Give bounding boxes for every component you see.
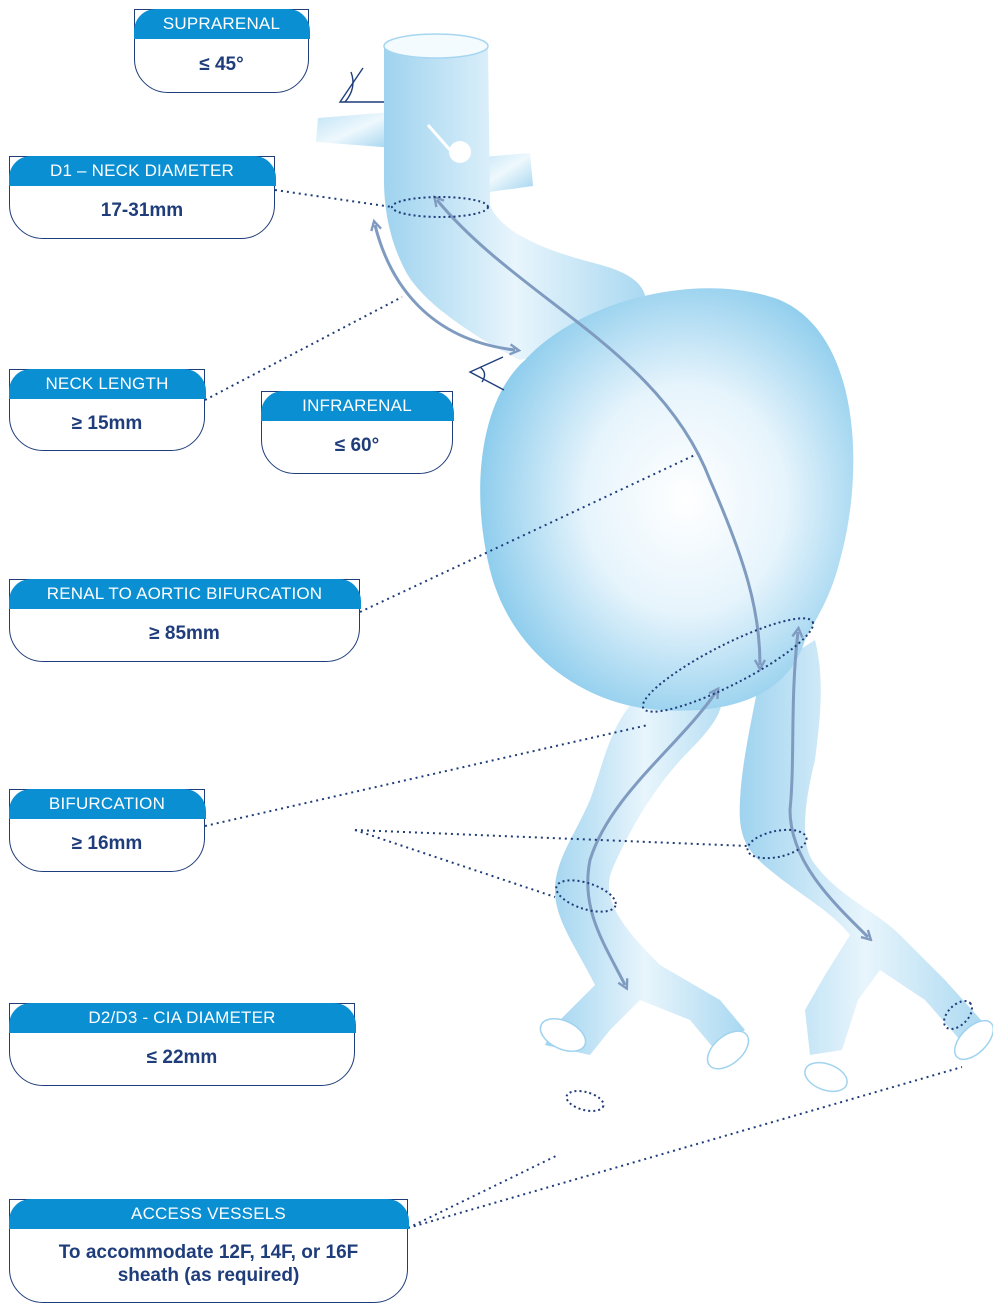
callout-infrarenal: INFRARENAL ≤ 60° <box>261 391 453 474</box>
renal-branch-left <box>316 112 395 148</box>
aorta-top-opening <box>384 34 488 58</box>
callout-cia-diameter: D2/D3 - CIA DIAMETER ≤ 22mm <box>9 1003 355 1086</box>
callout-cia-diameter-value: ≤ 22mm <box>10 1032 354 1085</box>
right-iliac-limb <box>740 640 990 1055</box>
callout-neck-length-label: NECK LENGTH <box>9 369 206 399</box>
callout-neck-length-value: ≥ 15mm <box>10 398 204 450</box>
vessel-opening-3 <box>801 1057 851 1096</box>
ostium-circle <box>449 141 471 163</box>
callout-infrarenal-value: ≤ 60° <box>262 420 452 473</box>
callout-neck-diameter-label: D1 – NECK DIAMETER <box>9 156 276 186</box>
callout-bifurcation-value: ≥ 16mm <box>10 818 204 871</box>
callout-renal-to-bifurcation-value: ≥ 85mm <box>10 608 359 661</box>
callout-access-vessels-label: ACCESS VESSELS <box>9 1199 409 1229</box>
callout-bifurcation: BIFURCATION ≥ 16mm <box>9 789 205 872</box>
callout-infrarenal-label: INFRARENAL <box>261 391 454 421</box>
callout-suprarenal-value: ≤ 45° <box>135 38 308 92</box>
callout-neck-diameter-value: 17-31mm <box>10 185 274 238</box>
callout-suprarenal: SUPRARENAL ≤ 45° <box>134 9 309 93</box>
callout-renal-to-bifurcation-label: RENAL TO AORTIC BIFURCATION <box>9 579 361 609</box>
callout-neck-length: NECK LENGTH ≥ 15mm <box>9 369 205 451</box>
callout-cia-diameter-label: D2/D3 - CIA DIAMETER <box>9 1003 356 1033</box>
callout-access-vessels: ACCESS VESSELS To accommodate 12F, 14F, … <box>9 1199 408 1303</box>
callout-neck-diameter: D1 – NECK DIAMETER 17-31mm <box>9 156 275 239</box>
callout-bifurcation-label: BIFURCATION <box>9 789 206 819</box>
callout-access-vessels-value: To accommodate 12F, 14F, or 16F sheath (… <box>10 1228 407 1302</box>
callout-renal-to-bifurcation: RENAL TO AORTIC BIFURCATION ≥ 85mm <box>9 579 360 662</box>
callout-suprarenal-label: SUPRARENAL <box>134 9 310 39</box>
left-iliac-limb <box>545 680 745 1055</box>
